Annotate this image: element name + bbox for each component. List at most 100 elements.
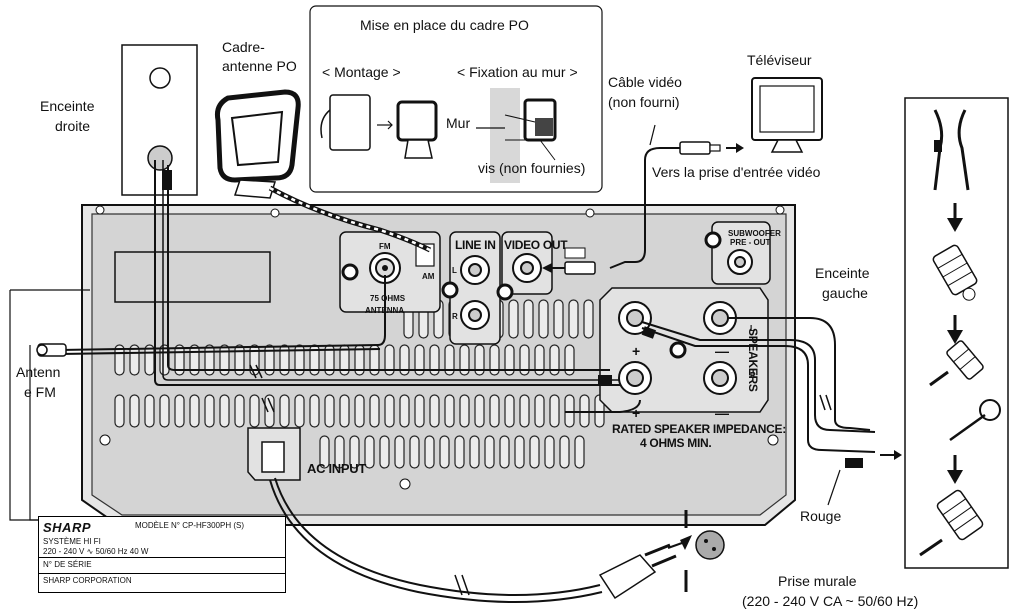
fm-terminal-label: FM: [379, 242, 391, 251]
wall-socket: [684, 510, 725, 592]
corporation-row: SHARP CORPORATION: [39, 573, 285, 589]
plus-label: +: [632, 343, 641, 359]
vent-slot: [519, 344, 530, 376]
vent-slot: [174, 394, 185, 428]
speaker-r-label: R: [750, 371, 756, 380]
line-in-l-label: L: [452, 266, 457, 275]
mur-label: Mur: [446, 115, 471, 131]
fm-antenna-label-2: e FM: [24, 384, 56, 400]
minus-label: —: [715, 343, 729, 359]
vent-slot: [538, 299, 549, 339]
vent-slot: [364, 435, 375, 469]
montage-label: < Montage >: [322, 64, 401, 80]
serial-number-row: N° DE SÉRIE: [39, 557, 285, 573]
vent-slot: [189, 394, 200, 428]
fixation-label: < Fixation au mur >: [457, 64, 578, 80]
vent-slot: [309, 394, 320, 428]
vent-slot: [429, 394, 440, 428]
video-plug: [542, 141, 744, 275]
vent-slot: [234, 394, 245, 428]
vent-slot: [564, 344, 575, 376]
vent-slot: [474, 394, 485, 428]
vent-slot: [568, 299, 579, 339]
wall-socket-label-2: (220 - 240 V CA ~ 50/60 Hz): [742, 593, 919, 609]
subwoofer-label-1: SUBWOOFER: [728, 229, 781, 238]
vent-slot: [459, 394, 470, 428]
vent-slot: [444, 394, 455, 428]
vent-slot: [559, 435, 570, 469]
vent-slot: [508, 299, 519, 339]
vent-slot: [484, 435, 495, 469]
vent-slot: [583, 299, 594, 339]
vent-slot: [294, 394, 305, 428]
ac-input-label: AC INPUT: [307, 461, 366, 476]
antenna-label: ANTENNA: [365, 306, 405, 315]
vent-slot: [549, 394, 560, 428]
vent-slot: [439, 435, 450, 469]
video-cable-label-1: Câble vidéo: [608, 74, 682, 90]
vent-slot: [574, 435, 585, 469]
vent-slot: [144, 394, 155, 428]
wiring-steps-panel: [904, 97, 1009, 569]
wall-socket-label-1: Prise murale: [778, 573, 857, 589]
vent-slot: [534, 394, 545, 428]
vent-slot: [399, 394, 410, 428]
subwoofer-label-2: PRE - OUT: [730, 238, 771, 247]
vent-slot: [369, 394, 380, 428]
wire-marker: [641, 326, 657, 339]
power-rating: 220 - 240 V ∿ 50/60 Hz 40 W: [43, 547, 149, 556]
vent-slot: [523, 299, 534, 339]
vent-slot: [334, 435, 345, 469]
video-cable-label-2: (non fourni): [608, 94, 680, 110]
vent-slot: [324, 394, 335, 428]
rouge-label: Rouge: [800, 508, 842, 524]
video-cable: [609, 124, 680, 269]
vent-slot: [414, 344, 425, 376]
cadre-label-2: antenne PO: [222, 58, 297, 74]
vent-slot: [519, 394, 530, 428]
television: [751, 77, 823, 153]
left-speaker-wires: [565, 317, 876, 453]
vent-slot: [553, 299, 564, 339]
right-speaker-label-2: droite: [55, 118, 91, 134]
vent-slot: [529, 435, 540, 469]
vent-slot: [249, 394, 260, 428]
vent-slot: [414, 394, 425, 428]
vent-slot: [384, 394, 395, 428]
vent-slot: [234, 344, 245, 376]
am-loop-antenna: [215, 89, 432, 253]
ventilation-slots: [114, 299, 605, 469]
vent-slot: [544, 435, 555, 469]
line-in-r-label: R: [452, 312, 458, 321]
vent-slot: [294, 344, 305, 376]
plus-label-2: +: [632, 405, 641, 421]
right-speaker-label-1: Enceinte: [40, 98, 95, 114]
tv-label: Téléviseur: [747, 52, 812, 68]
vis-label: vis (non fournies): [478, 160, 586, 176]
vent-slot: [534, 344, 545, 376]
ac-input-socket: [247, 427, 301, 481]
vent-slot: [114, 394, 125, 428]
vent-slot: [409, 435, 420, 469]
vent-slot: [339, 394, 350, 428]
vent-slot: [504, 394, 515, 428]
model-number: MODÈLE N° CP-HF300PH (S): [135, 521, 244, 530]
vent-slot: [219, 344, 230, 376]
speaker-terminal-block: [599, 287, 769, 413]
vent-slot: [204, 394, 215, 428]
vent-slot: [394, 435, 405, 469]
left-speaker-label-2: gauche: [822, 285, 868, 301]
system-type: SYSTÈME HI FI: [43, 537, 101, 546]
vent-slot: [514, 435, 525, 469]
vent-slot: [504, 344, 515, 376]
am-terminal-label: AM: [422, 272, 435, 281]
rated-impedance-label-2: 4 OHMS MIN.: [640, 436, 712, 450]
vent-slot: [469, 435, 480, 469]
vent-slot: [379, 435, 390, 469]
wire-marker: [598, 375, 612, 385]
vent-slot: [459, 344, 470, 376]
vent-slot: [129, 394, 140, 428]
wire-marker: [845, 458, 863, 468]
wire-marker: [162, 170, 172, 190]
